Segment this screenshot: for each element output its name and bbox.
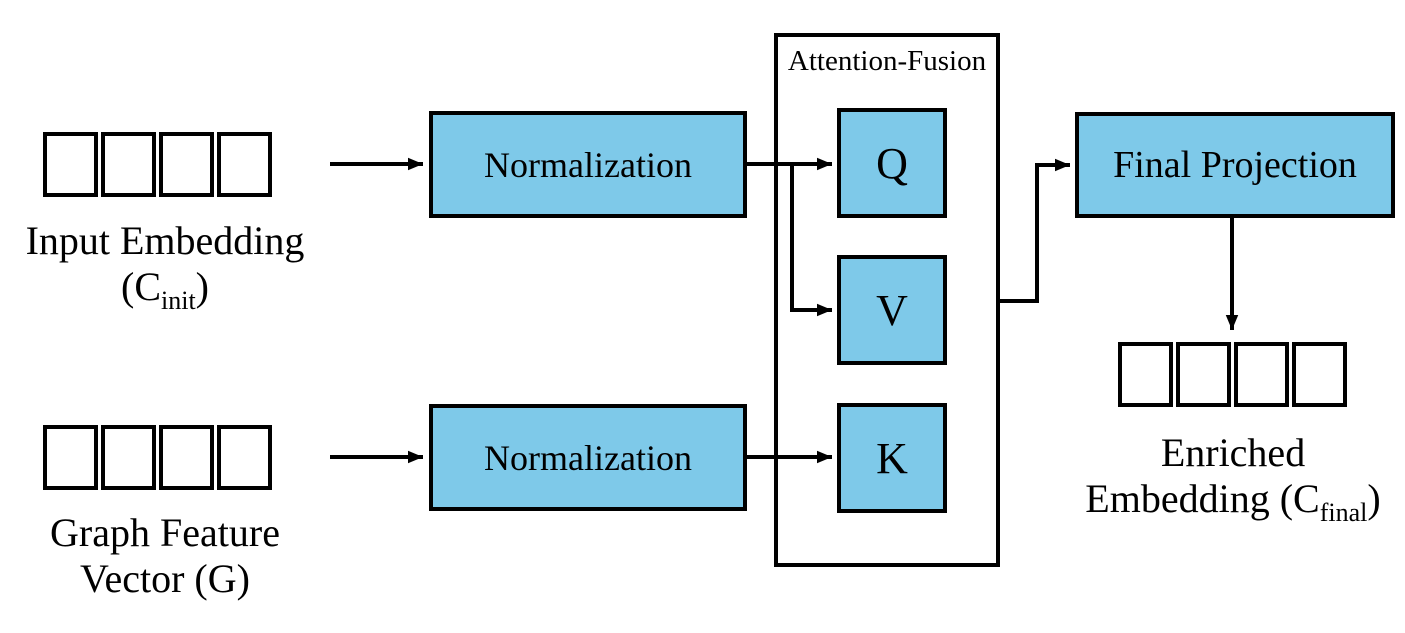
v-label: V — [876, 285, 908, 335]
label-text: ) — [195, 264, 209, 309]
attention-fusion-title: Attention-Fusion — [787, 45, 987, 77]
vector-cell — [217, 425, 272, 490]
label-text: (C — [121, 264, 161, 309]
graph-feature-label: Graph Feature Vector (G) — [0, 510, 330, 602]
label-text: Embedding (C — [1085, 476, 1320, 521]
graph-feature-vector — [43, 425, 272, 490]
vector-cell — [1292, 342, 1347, 407]
enriched-embedding-label-line2: Embedding (Cfinal) — [1068, 476, 1398, 526]
v-box: V — [837, 255, 947, 365]
vector-cell — [1234, 342, 1289, 407]
q-label: Q — [876, 138, 908, 188]
normalization-bottom-box: Normalization — [429, 404, 747, 511]
enriched-embedding-label-line1: Enriched — [1160, 430, 1306, 475]
vector-cell — [159, 132, 214, 197]
enriched-embedding-vector — [1118, 342, 1347, 407]
input-embedding-label-line1: Input Embedding — [25, 218, 305, 263]
k-label: K — [876, 433, 908, 483]
label-subscript: final — [1319, 498, 1368, 527]
graph-feature-label-line2: Vector (G) — [80, 556, 250, 601]
label-subscript: init — [161, 286, 196, 315]
vector-cell — [1118, 342, 1173, 407]
vector-cell — [217, 132, 272, 197]
k-box: K — [837, 403, 947, 513]
edge-fusion-to-projection — [998, 158, 1070, 303]
q-box: Q — [837, 108, 947, 218]
final-projection-label: Final Projection — [1113, 144, 1357, 186]
vector-cell — [101, 132, 156, 197]
input-embedding-vector — [43, 132, 272, 197]
normalization-top-box: Normalization — [429, 111, 747, 218]
normalization-bottom-label: Normalization — [484, 437, 692, 478]
vector-cell — [101, 425, 156, 490]
vector-cell — [43, 132, 98, 197]
enriched-embedding-label: Enriched Embedding (Cfinal) — [1068, 430, 1398, 526]
attention-fusion-box: Attention-Fusion — [774, 33, 1000, 567]
input-embedding-label-line2: (Cinit) — [0, 264, 330, 314]
normalization-top-label: Normalization — [484, 144, 692, 185]
vector-cell — [159, 425, 214, 490]
vector-cell — [1176, 342, 1231, 407]
label-text: ) — [1367, 476, 1381, 521]
final-projection-box: Final Projection — [1075, 112, 1395, 218]
vector-cell — [43, 425, 98, 490]
graph-feature-label-line1: Graph Feature — [50, 510, 280, 555]
input-embedding-label: Input Embedding (Cinit) — [0, 218, 330, 314]
